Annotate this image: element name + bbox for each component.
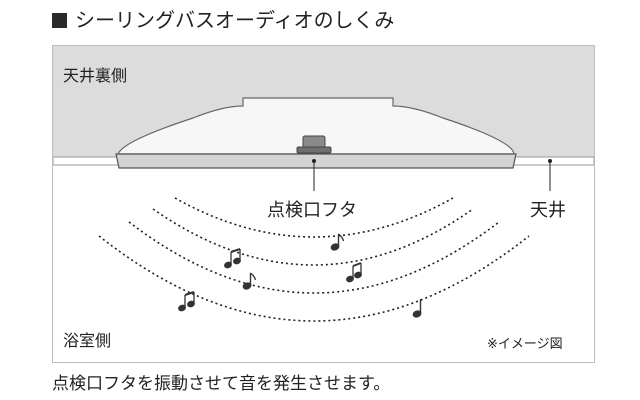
diagram-title: シーリングバスオーディオのしくみ	[75, 8, 395, 32]
music-note-icon	[346, 262, 362, 283]
bathroom-side-label: 浴室側	[63, 331, 112, 350]
sound-wave-3	[128, 221, 500, 294]
diagram-caption: 点検口フタを振動させて音を発生させます。	[52, 374, 391, 394]
music-note-icon	[178, 291, 195, 312]
sound-wave-1	[174, 197, 454, 238]
image-note: ※イメージ図	[487, 337, 563, 352]
speaker-fixture	[117, 97, 515, 155]
sound-wave-4	[98, 235, 530, 322]
ceiling-back-label: 天井裏側	[63, 66, 128, 85]
sound-wave-2	[152, 208, 474, 266]
diagram-art	[53, 97, 594, 322]
music-note-icon	[224, 248, 241, 269]
music-note-icon	[412, 299, 422, 318]
diagram-heading: シーリングバスオーディオのしくみ	[52, 7, 394, 33]
inspection-lid-rim	[296, 146, 332, 154]
heading-square-icon	[52, 12, 67, 28]
inspection-lid-label: 点検口フタ	[267, 200, 357, 221]
music-note-icon	[242, 272, 257, 290]
ceiling-label: 天井	[530, 200, 566, 221]
music-note-icon	[330, 233, 345, 251]
diagram-frame: 天井裏側 点検口フタ 天井 浴室側 ※イメージ図	[52, 45, 595, 363]
